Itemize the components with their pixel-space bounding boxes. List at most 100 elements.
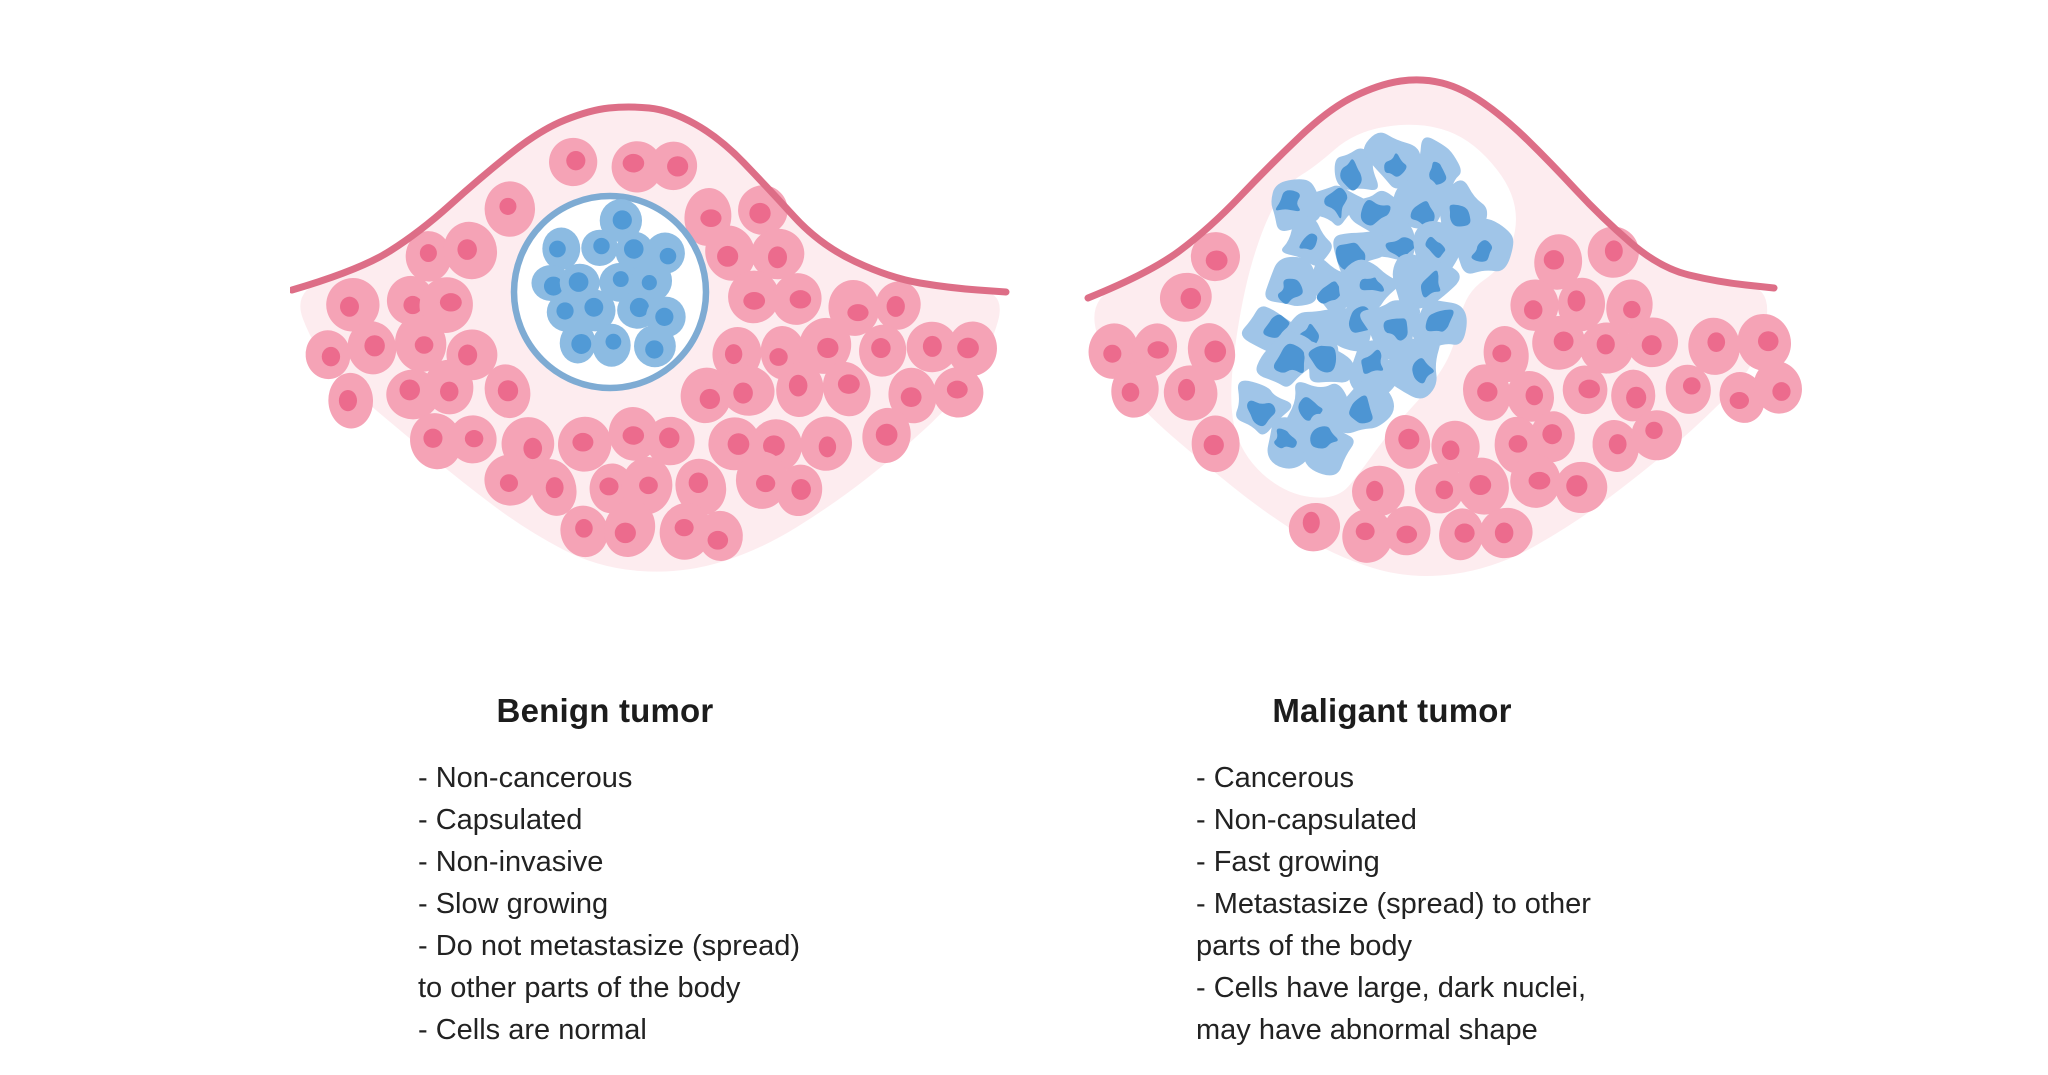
healthy-cell-nucleus: [622, 153, 645, 173]
benign-feature-line: to other parts of the body: [418, 972, 741, 1004]
healthy-cell-nucleus: [733, 382, 753, 404]
benign-feature-line: - Do not metastasize (spread): [418, 930, 800, 962]
malignant-tumor-cell: [1383, 336, 1440, 399]
healthy-cell-nucleus: [707, 530, 729, 550]
healthy-cell-nucleus: [1302, 511, 1320, 534]
healthy-cell-nucleus: [699, 388, 721, 410]
benign-feature-line: - Capsulated: [418, 804, 583, 836]
benign-tumor-illustration: [290, 103, 1010, 572]
malignant-tumor-cell-nucleus: [1384, 153, 1407, 177]
malignant-tumor-cell-nucleus: [1299, 233, 1318, 250]
malignant-membrane: [1084, 76, 1778, 302]
healthy-cell-nucleus: [614, 522, 636, 544]
healthy-cell-nucleus: [1567, 290, 1586, 312]
healthy-cell-nucleus: [674, 518, 694, 537]
healthy-cell-nucleus: [1528, 471, 1551, 490]
healthy-cell-nucleus: [1682, 377, 1701, 395]
healthy-cell-nucleus: [789, 290, 812, 309]
healthy-cell-nucleus: [667, 156, 689, 177]
healthy-cell-nucleus: [499, 474, 519, 492]
benign-tumor-cell-nucleus: [605, 333, 622, 350]
healthy-cell-nucleus: [1578, 379, 1600, 399]
malignant-tumor-cell-nucleus: [1360, 199, 1391, 226]
benign-tumor-cell-nucleus: [659, 247, 677, 265]
healthy-cell-nucleus: [1523, 300, 1543, 320]
benign-tumor-cell-nucleus: [543, 276, 564, 296]
healthy-cell-nucleus: [1596, 334, 1615, 355]
malignant-tumor-cell-nucleus: [1410, 201, 1435, 227]
benign-tumor-cell-nucleus: [556, 302, 574, 320]
healthy-cell-nucleus: [566, 151, 586, 171]
malignant-feature-line: - Cells have large, dark nuclei,: [1196, 972, 1587, 1004]
healthy-cell-nucleus: [439, 293, 462, 312]
healthy-cell-nucleus: [688, 472, 709, 493]
healthy-cell-nucleus: [599, 477, 619, 496]
healthy-cell-nucleus: [458, 344, 478, 366]
malignant-tumor-cell-nucleus: [1359, 277, 1385, 292]
malignant-tumor-illustration: [1084, 76, 1802, 576]
benign-tumor-cell-nucleus: [612, 210, 632, 230]
healthy-cell-nucleus: [499, 197, 517, 215]
benign-healthy-cells-layer: [305, 137, 997, 561]
healthy-cell-nucleus: [1553, 331, 1574, 352]
malignant-feature-line: - Non-capsulated: [1196, 804, 1417, 836]
healthy-cell-nucleus: [724, 344, 743, 365]
malignant-tumor-cell-nucleus: [1412, 358, 1434, 384]
healthy-cell-nucleus: [1178, 378, 1196, 401]
healthy-cell-nucleus: [1623, 300, 1641, 319]
healthy-cell-nucleus: [837, 374, 860, 394]
healthy-cell-nucleus: [338, 389, 358, 412]
malignant-tumor-cell-nucleus: [1277, 278, 1303, 304]
healthy-cell-nucleus: [1103, 344, 1122, 363]
malignant-tumor-cell-nucleus: [1324, 187, 1348, 219]
healthy-cell-nucleus: [659, 427, 680, 449]
healthy-cell-nucleus: [1641, 335, 1662, 356]
benign-feature-line: - Cells are normal: [418, 1014, 647, 1046]
healthy-cell-nucleus: [818, 436, 837, 458]
healthy-cell-nucleus: [1366, 480, 1384, 502]
healthy-cell-nucleus: [922, 335, 942, 357]
malignant-feature-line: - Fast growing: [1196, 846, 1380, 878]
benign-tumor-cells-layer: [531, 199, 686, 368]
healthy-cell-nucleus: [423, 428, 443, 448]
benign-tumor-cell-nucleus: [655, 307, 674, 327]
healthy-cell-nucleus: [497, 380, 519, 402]
healthy-cell-nucleus: [464, 430, 484, 448]
healthy-cell-nucleus: [1729, 391, 1750, 410]
healthy-cell-nucleus: [1203, 434, 1224, 456]
healthy-cell-nucleus: [364, 335, 385, 357]
healthy-cell-nucleus: [957, 337, 979, 359]
healthy-cell-nucleus: [1396, 525, 1418, 544]
healthy-cell-nucleus: [440, 381, 459, 402]
healthy-cell-nucleus: [1494, 522, 1514, 544]
healthy-cell-nucleus: [1608, 434, 1627, 455]
healthy-cell-nucleus: [457, 239, 477, 260]
healthy-cell-nucleus: [946, 380, 968, 399]
malignant-tumor-cell-nucleus: [1316, 281, 1341, 304]
healthy-cell-nucleus: [755, 474, 776, 493]
benign-tumor-cell-nucleus: [641, 275, 657, 291]
healthy-cell-nucleus: [817, 337, 839, 359]
benign-tumor-cell-nucleus: [612, 271, 629, 288]
healthy-cell-nucleus: [1645, 421, 1663, 440]
healthy-cell-nucleus: [399, 379, 420, 401]
healthy-cell-nucleus: [545, 477, 564, 499]
benign-title: Benign tumor: [496, 692, 714, 729]
healthy-cell-nucleus: [414, 336, 434, 354]
benign-tumor-cell-nucleus: [645, 340, 664, 359]
malignant-tumor-cell-nucleus: [1275, 190, 1300, 212]
malignant-healthy-cells-layer: [1088, 226, 1802, 563]
healthy-cell-nucleus: [1604, 240, 1623, 262]
benign-feature-list: - Non-cancerous - Capsulated - Non-invas…: [418, 757, 800, 1051]
healthy-cell-nucleus: [847, 304, 869, 322]
benign-feature-line: - Slow growing: [418, 888, 609, 920]
healthy-cell-nucleus: [419, 244, 437, 263]
healthy-cell-nucleus: [900, 387, 922, 407]
healthy-cell-nucleus: [886, 295, 905, 317]
healthy-cell-nucleus: [743, 291, 766, 310]
malignant-tumor-cell-nucleus: [1385, 237, 1416, 261]
benign-tumor-cell-nucleus: [549, 240, 566, 258]
malignant-title: Maligant tumor: [1272, 692, 1512, 729]
malignant-tumor-cell-nucleus: [1310, 426, 1338, 449]
healthy-cell-nucleus: [791, 478, 811, 500]
